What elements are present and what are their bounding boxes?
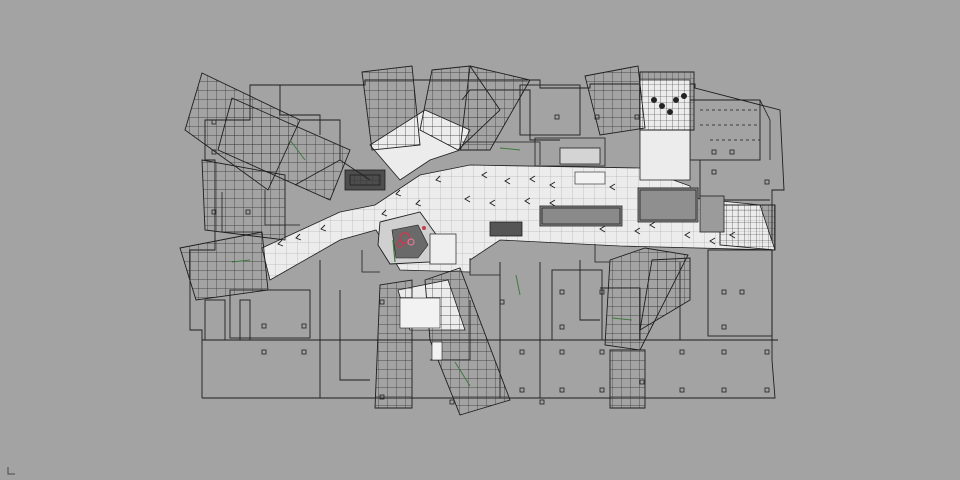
interior-partitions bbox=[221, 99, 771, 276]
light-blocks bbox=[399, 171, 606, 361]
origin-axis-icon bbox=[7, 467, 15, 475]
dashed-reference-lines bbox=[700, 109, 760, 141]
hatched-wings bbox=[179, 65, 776, 416]
planting-accents bbox=[231, 93, 687, 387]
circulation-arrows bbox=[277, 171, 736, 247]
central-atrium bbox=[377, 211, 457, 265]
